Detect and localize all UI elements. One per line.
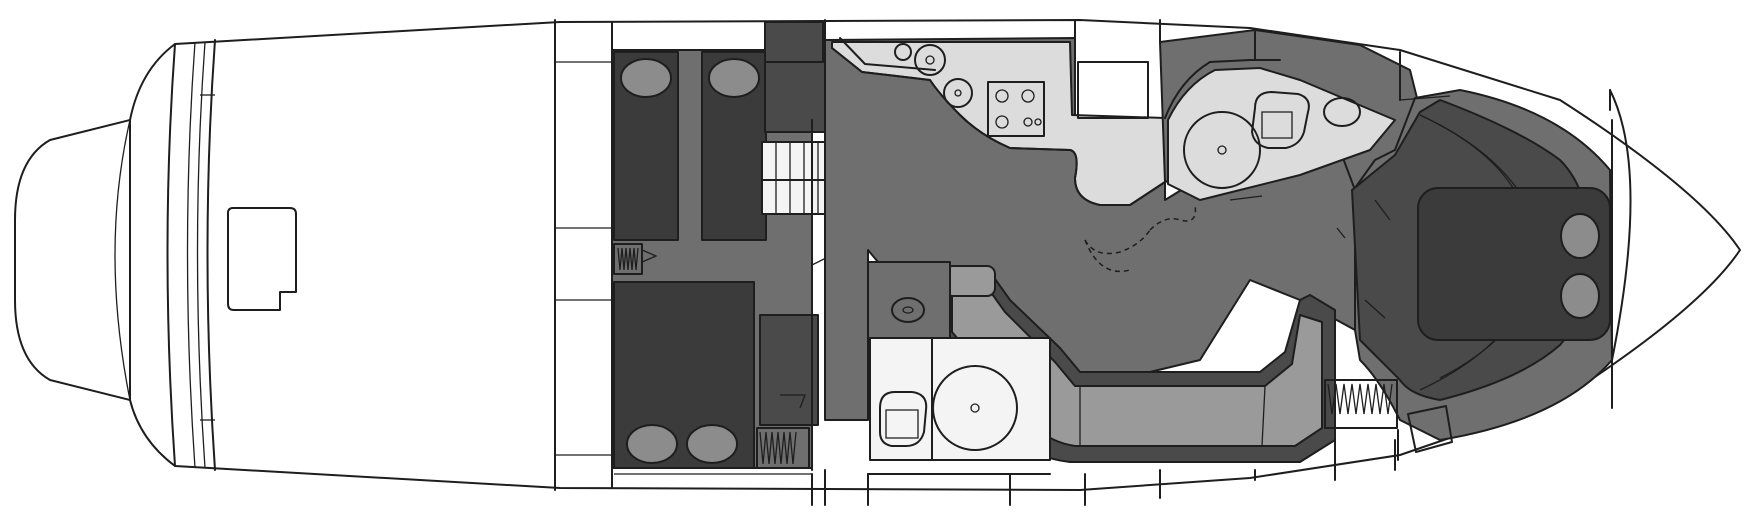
- pillow: [626, 424, 678, 464]
- companionway-steps: [761, 141, 835, 215]
- locker-zigzag: [759, 431, 797, 465]
- locker-zigzag: [1327, 383, 1393, 415]
- cockpit-hatch: [227, 207, 297, 311]
- mid-head: [867, 261, 1086, 506]
- hull-outline: [14, 19, 1741, 491]
- refrigerator: [1077, 61, 1149, 119]
- locker: [756, 427, 810, 469]
- galley: [831, 19, 1166, 206]
- hatch-icon: [1407, 405, 1453, 453]
- pillow: [1560, 213, 1600, 259]
- pillow: [708, 58, 760, 98]
- head-sink: [891, 297, 925, 323]
- forward-head: [1159, 29, 1421, 239]
- pillow: [686, 424, 738, 464]
- pillow: [1560, 273, 1600, 319]
- settee-back: [944, 265, 996, 297]
- toilet-icon: [1251, 91, 1310, 149]
- cockpit: [227, 19, 613, 491]
- pillow: [620, 58, 672, 98]
- forward-cabin: [1324, 89, 1632, 481]
- head-vanity: [1167, 67, 1396, 201]
- shower-drain-icon: [1183, 111, 1261, 189]
- toilet-icon: [879, 391, 928, 447]
- companionway: [756, 21, 876, 506]
- shower-stall: [869, 337, 1051, 461]
- locker-zigzag: [617, 247, 639, 271]
- cooktop-icon: [987, 81, 1045, 137]
- head-sink: [1323, 97, 1361, 127]
- swim-platform: [114, 39, 216, 471]
- galley-sink: [894, 43, 912, 61]
- bulkheads: [824, 19, 1611, 506]
- dinette-table-outline: [1084, 204, 1197, 255]
